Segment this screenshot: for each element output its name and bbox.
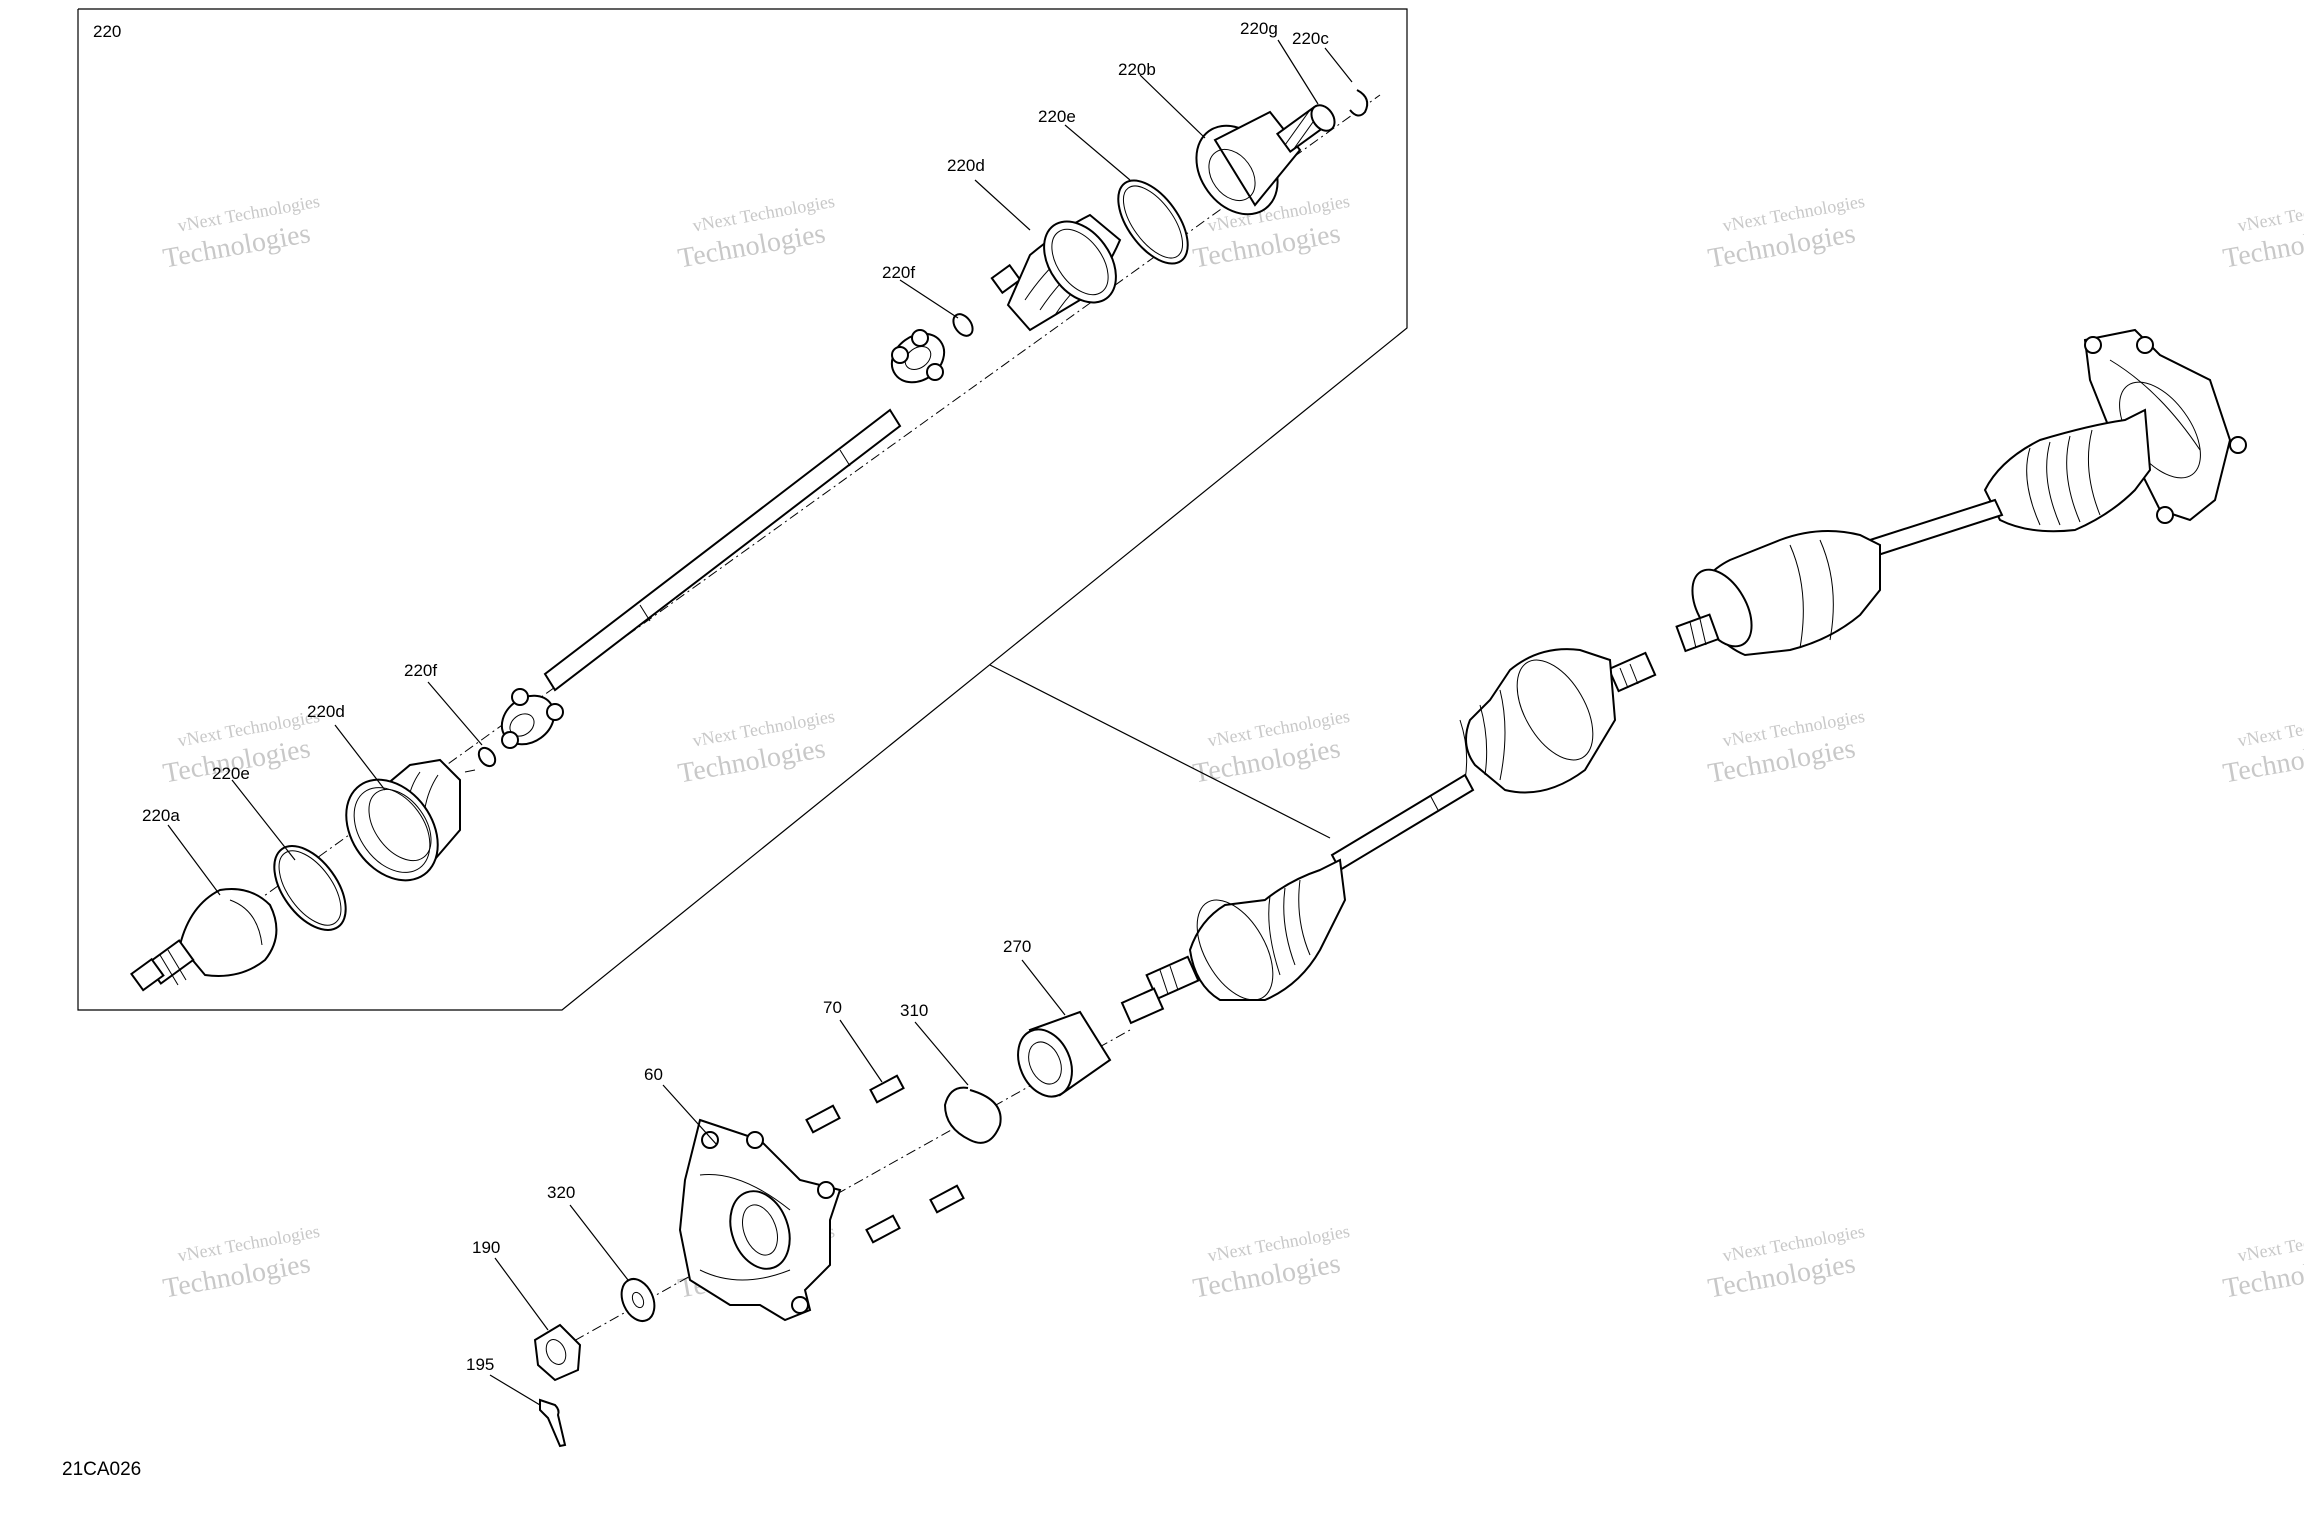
detail-clamp-top <box>1117 179 1189 265</box>
assembled-spline-center <box>1607 651 1657 693</box>
part-circlip-310 <box>943 1086 1002 1144</box>
detail-tripod-bottom <box>500 688 564 749</box>
callout-220b: 220b <box>1118 60 1156 79</box>
detail-tripod-top <box>890 329 946 384</box>
callout-220d-bottom: 220d <box>307 702 345 721</box>
part-hub-60 <box>678 1118 842 1322</box>
detail-clip-220c <box>1349 89 1369 117</box>
part-studs-70 <box>805 1074 965 1244</box>
callout-70: 70 <box>823 998 842 1017</box>
part-washer-320 <box>620 1277 656 1323</box>
callout-190: 190 <box>472 1238 500 1257</box>
callout-220f-bottom: 220f <box>404 661 437 680</box>
detail-clamp-bottom <box>273 845 347 931</box>
detail-ring-220g <box>1310 104 1336 132</box>
callout-220c: 220c <box>1292 29 1329 48</box>
detail-boot-bottom <box>345 758 461 882</box>
part-cotter-pin-195 <box>539 1398 567 1448</box>
assembled-flange <box>2083 328 2247 524</box>
part-bearing-270 <box>1017 1010 1112 1098</box>
figure-code: 21CA026 <box>62 1459 141 1480</box>
detail-boot-top <box>990 213 1122 332</box>
callout-220a: 220a <box>142 806 180 825</box>
callout-220f-top: 220f <box>882 263 915 282</box>
watermark-line1: vNext Technologies <box>2236 706 2304 751</box>
callout-220g: 220g <box>1240 19 1278 38</box>
detail-clip-top <box>952 313 974 337</box>
watermark-line1: vNext Technologies <box>2236 191 2304 236</box>
callout-220: 220 <box>93 22 121 41</box>
callout-195: 195 <box>466 1355 494 1374</box>
watermark-line1: vNext Technologies <box>2236 1221 2304 1266</box>
leader-detail-to-shaft <box>989 664 1331 839</box>
assembled-cv-middle <box>1459 648 1617 794</box>
assembled-driveshaft <box>1120 328 2247 1025</box>
callout-320: 320 <box>547 1183 575 1202</box>
callout-220d-top: 220d <box>947 156 985 175</box>
detail-cv-joint-bottom <box>130 888 278 992</box>
detail-shaft-bar <box>543 408 902 692</box>
detail-clip-bottom <box>464 746 497 773</box>
callout-220e-bottom: 220e <box>212 764 250 783</box>
assembled-boot-right <box>1983 408 2152 533</box>
detail-axis-line <box>139 94 1381 986</box>
detail-frame <box>77 8 1408 1011</box>
part-nut-190 <box>533 1323 582 1382</box>
detail-cv-joint-top <box>1195 106 1329 216</box>
callout-leaders <box>167 39 1353 1406</box>
callout-60: 60 <box>644 1065 663 1084</box>
callout-310: 310 <box>900 1001 928 1020</box>
assembled-cv-left <box>1120 858 1347 1025</box>
callout-270: 270 <box>1003 937 1031 956</box>
assembled-housing-right <box>1675 530 1881 657</box>
callout-220e-top: 220e <box>1038 107 1076 126</box>
